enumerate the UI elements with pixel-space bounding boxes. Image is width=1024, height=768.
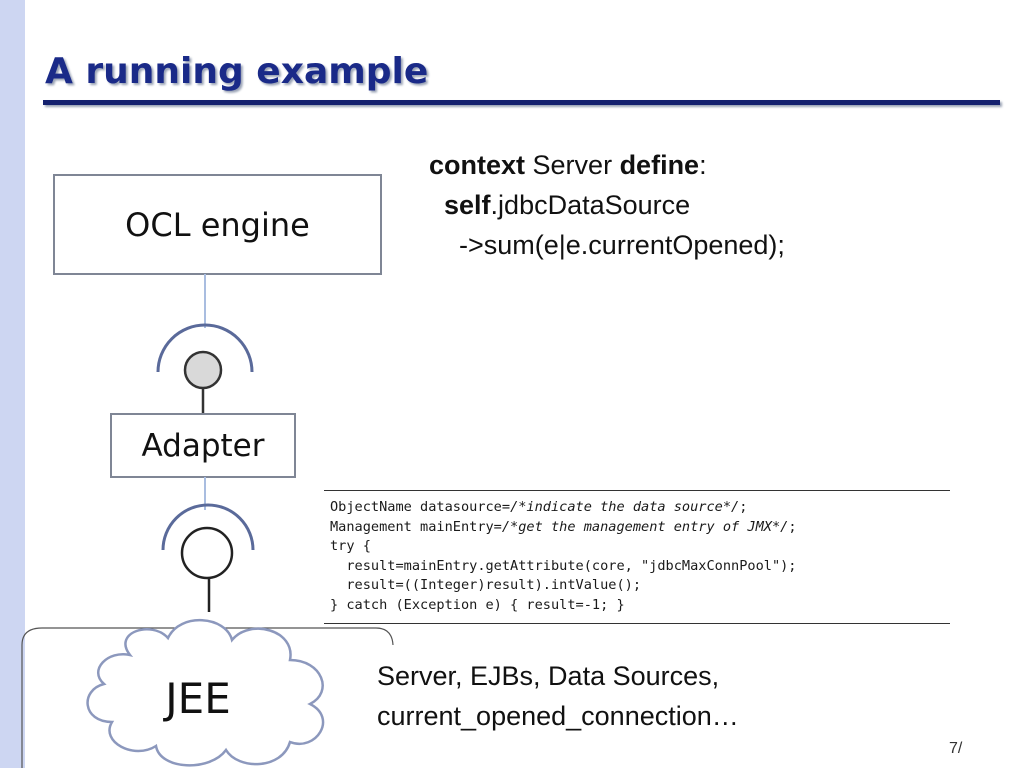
adapter-box [110,413,296,478]
jee-cloud-shape [86,619,325,767]
adapter-label: Adapter [141,427,265,464]
jee-label: JEE [165,673,231,723]
title-underline [43,100,1000,105]
page-number: 7/ [949,740,963,757]
upper-socket-arc [156,323,254,373]
ocl-keyword-context: context [429,150,526,180]
caption-line-2: current_opened_connection… [377,701,739,731]
java-line-3: try { [330,538,371,555]
java-code-panel: ObjectName datasource=/*indicate the dat… [324,490,950,624]
ocl-keyword-self: self [444,190,491,220]
ocl-line-3: ->sum(e|e.currentOpened); [429,230,785,260]
ocl-line-2: self.jdbcDataSource [444,190,691,220]
left-decorative-stripe [0,0,25,768]
ocl-line-1: context Server define: [429,150,707,180]
java-code-listing: ObjectName datasource=/*indicate the dat… [330,498,797,616]
ocl-engine-label: OCL engine [125,205,310,244]
java-line-2: Management mainEntry=/*get the managemen… [330,518,797,535]
jee-platform-outline [21,627,394,768]
caption-line-1: Server, EJBs, Data Sources, [377,661,720,691]
ocl-keyword-define: define [619,150,700,180]
ocl-expression: context Server define: self.jdbcDataSour… [429,145,785,265]
java-line-6: } catch (Exception e) { result=-1; } [330,596,625,613]
java-line-5: result=((Integer)result).intValue(); [330,577,641,594]
upper-interface-ball [183,350,223,390]
lower-interface-ball [180,526,234,580]
lower-socket-arc [161,503,255,551]
ocl-engine-box [53,174,382,275]
java-line-1: ObjectName datasource=/*indicate the dat… [330,499,748,515]
jee-caption: Server, EJBs, Data Sources, current_open… [377,656,739,736]
slide-title: A running example [45,51,429,92]
java-line-4: result=mainEntry.getAttribute(core, "jdb… [330,557,797,574]
